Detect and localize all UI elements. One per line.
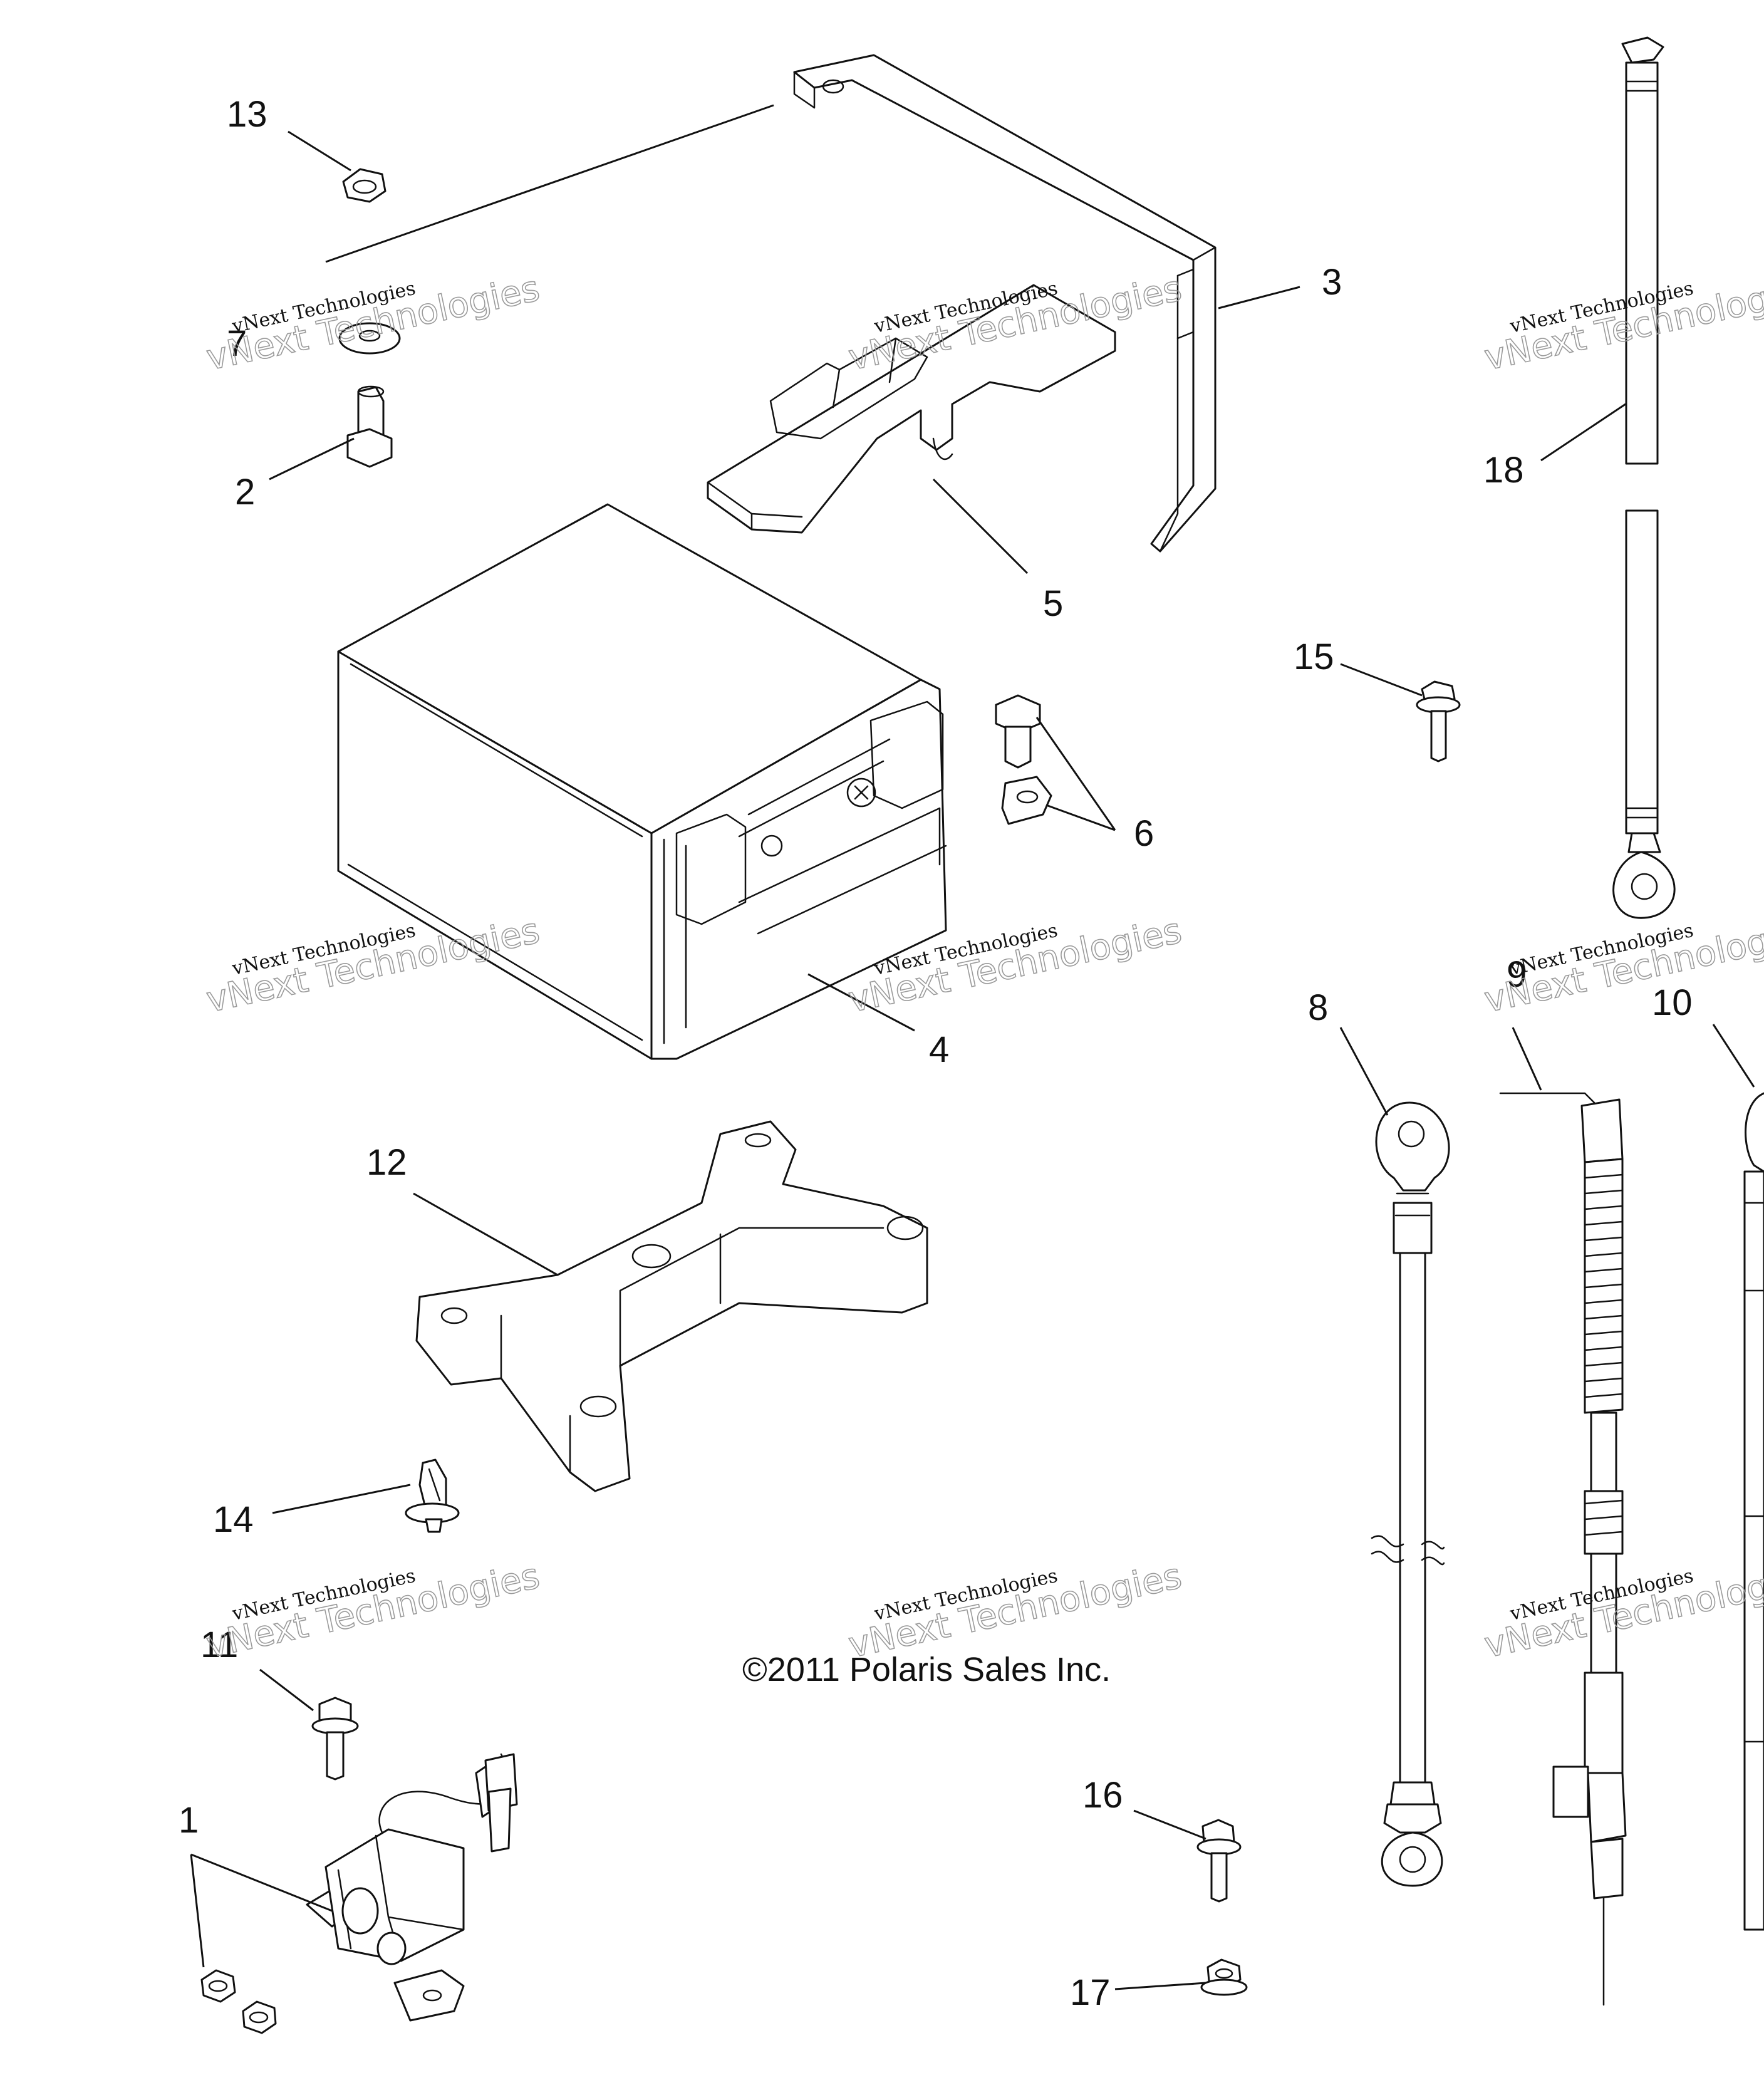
callout-16: 16: [1082, 1775, 1123, 1816]
bolt-2: [346, 385, 393, 468]
leader-lines: [190, 104, 1755, 1990]
callout-8: 8: [1308, 987, 1328, 1028]
callout-12: 12: [366, 1142, 407, 1183]
cable-18: [1612, 36, 1676, 919]
bolt-washer-6: [995, 694, 1052, 825]
cable-10: [1743, 1092, 1764, 1931]
washer-7: [338, 322, 401, 355]
flange-bolt-16: [1196, 1819, 1242, 1903]
battery-strap: [793, 54, 1217, 553]
callout-7: 7: [227, 323, 247, 364]
callout-5: 5: [1043, 583, 1063, 624]
flange-nut-13: [342, 168, 387, 203]
solenoid-1: [200, 1753, 518, 2034]
battery: [337, 503, 947, 1060]
cable-8: [1371, 1101, 1450, 1887]
callout-13: 13: [227, 94, 267, 135]
callout-15: 15: [1294, 637, 1334, 677]
flange-bolt-15: [1416, 680, 1461, 762]
callout-3: 3: [1322, 262, 1342, 303]
battery-tray: [415, 1120, 928, 1492]
battery-cover: [707, 284, 1116, 534]
push-rivet-14: [405, 1458, 460, 1533]
copyright-notice: ©2011 Polaris Sales Inc.: [742, 1651, 1111, 1688]
callout-6: 6: [1134, 813, 1154, 854]
flange-nut-17: [1200, 1958, 1248, 1996]
callout-2: 2: [235, 472, 255, 512]
watermarks: vNext Technologies vNext Technologies vN…: [202, 268, 1764, 1666]
callout-11: 11: [200, 1625, 238, 1665]
flange-bolt-11: [311, 1697, 359, 1781]
callout-4: 4: [929, 1029, 949, 1070]
callout-labels: 13 7 2 3 5 6 4 15 18 8 9 10 12 14 11 1 1…: [179, 94, 1693, 2013]
callout-1: 1: [179, 1800, 199, 1841]
callout-9: 9: [1507, 954, 1527, 995]
callout-10: 10: [1652, 982, 1693, 1023]
callout-14: 14: [213, 1499, 254, 1540]
cable-9: [1499, 1092, 1627, 2006]
callout-18: 18: [1483, 450, 1524, 491]
callout-17: 17: [1070, 1972, 1111, 2013]
